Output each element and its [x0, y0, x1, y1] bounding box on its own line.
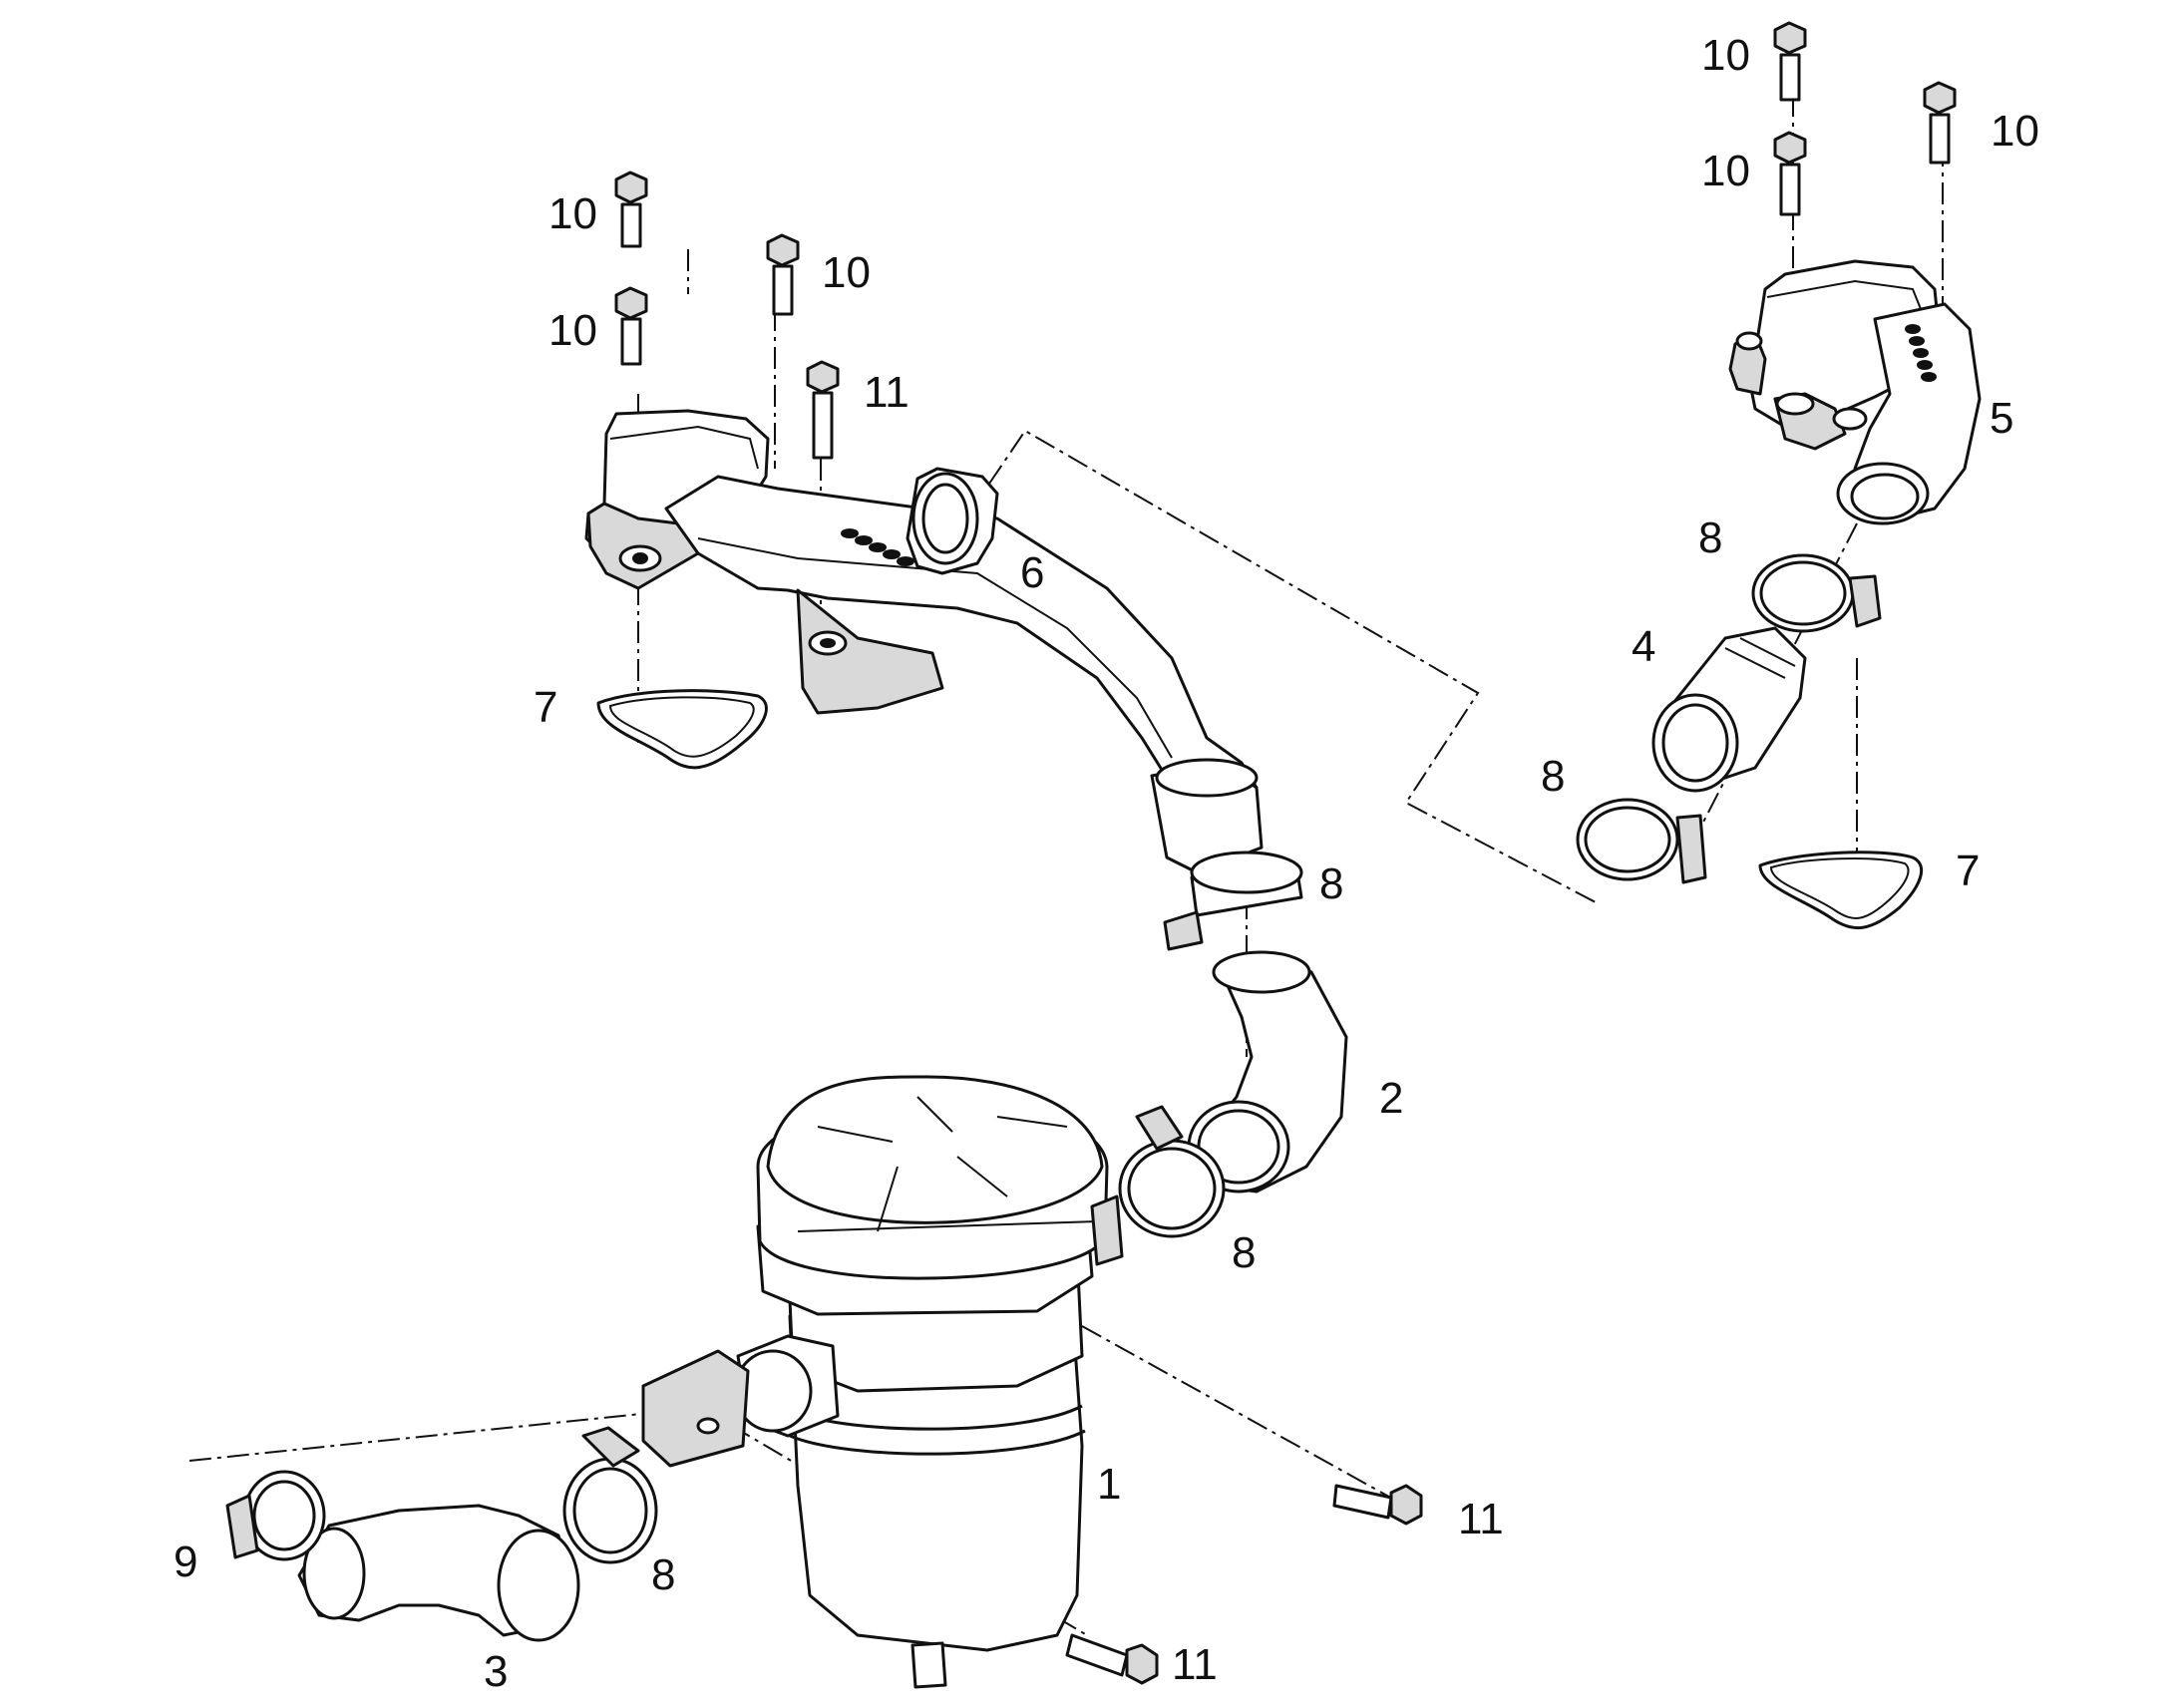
- callout-8: 8: [651, 1550, 676, 1599]
- callout-3: 3: [484, 1647, 509, 1696]
- hose-4: [1651, 626, 1807, 793]
- hose-3: [297, 1504, 580, 1642]
- hose-clamp-8-lower-right: [1576, 798, 1707, 884]
- callout-10: 10: [1701, 31, 1750, 80]
- hose-clamp-8-bottom: [562, 1426, 658, 1564]
- gasket-7-right: [1758, 851, 1924, 930]
- callout-11: 11: [1458, 1495, 1504, 1543]
- callout-2: 2: [1379, 1074, 1404, 1123]
- hose-clamp-9: [225, 1470, 326, 1561]
- callout-11: 11: [1172, 1640, 1218, 1689]
- callout-7: 7: [1956, 847, 1981, 895]
- barb-marks: [841, 528, 914, 566]
- callout-8: 8: [1541, 752, 1566, 801]
- callout-4: 4: [1632, 622, 1656, 671]
- callout-11: 11: [864, 368, 909, 417]
- hose-clamp-8-mid: [1118, 1105, 1226, 1238]
- callout-7: 7: [534, 683, 558, 732]
- callout-10: 10: [1991, 107, 2039, 156]
- breather-pipe-6: [584, 409, 1264, 874]
- hose-clamp-8-upper-right: [1751, 553, 1882, 633]
- callout-9: 9: [174, 1537, 198, 1586]
- elbow-hose-2: [1187, 950, 1348, 1194]
- callout-10: 10: [1701, 147, 1750, 195]
- callout-6: 6: [1020, 548, 1045, 597]
- callout-10: 10: [548, 189, 597, 238]
- oil-separator-1: [641, 1075, 1124, 1689]
- callout-10: 10: [822, 248, 871, 297]
- callout-5: 5: [1990, 394, 2014, 443]
- callout-1: 1: [1097, 1460, 1122, 1509]
- callout-8: 8: [1232, 1228, 1257, 1277]
- callout-8: 8: [1319, 859, 1344, 908]
- gasket-7-left: [596, 689, 768, 770]
- valve-cover-5: [1728, 259, 1982, 525]
- barb-marks-right: [1905, 324, 1937, 382]
- hose-clamp-8-center: [1163, 851, 1303, 951]
- callout-8: 8: [1698, 513, 1723, 562]
- bolts: [614, 21, 1957, 1685]
- callout-10: 10: [548, 306, 597, 355]
